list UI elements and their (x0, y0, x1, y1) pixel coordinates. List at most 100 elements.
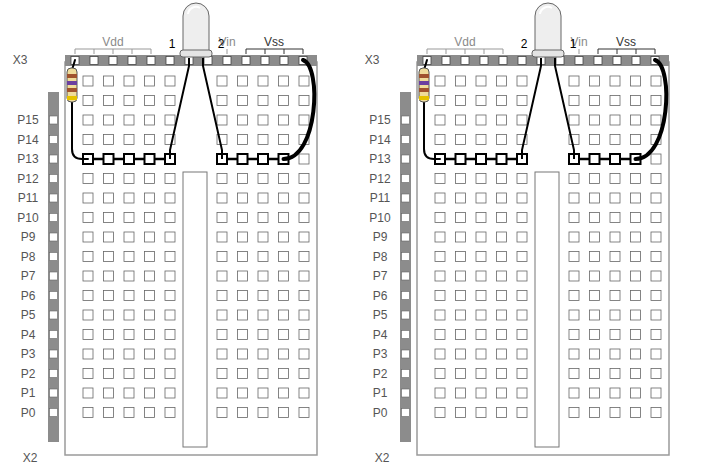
breadboard-socket (497, 76, 507, 86)
breadboard-socket (610, 193, 620, 203)
breadboard-socket (258, 349, 268, 359)
used-socket (590, 154, 600, 164)
power-header-socket (90, 57, 98, 65)
breadboard-socket (279, 193, 289, 203)
breadboard-socket (476, 135, 486, 145)
breadboard-socket (83, 271, 93, 281)
breadboard-socket (590, 252, 600, 262)
breadboard-socket (435, 388, 445, 398)
breadboard-socket (104, 349, 114, 359)
breadboard-socket (279, 232, 289, 242)
breadboard-socket (83, 96, 93, 106)
breadboard-socket (590, 96, 600, 106)
breadboard-socket (456, 252, 466, 262)
breadboard-socket (83, 369, 93, 379)
io-pin-label: P11 (370, 192, 390, 205)
resistor-symbol (67, 68, 77, 102)
breadboard-socket (610, 76, 620, 86)
io-header-socket (402, 253, 410, 261)
breadboard-socket (517, 349, 527, 359)
resistor-band (419, 74, 429, 78)
io-header-strip (400, 92, 411, 442)
breadboard-socket (258, 310, 268, 320)
breadboard-socket (104, 193, 114, 203)
breadboard-socket (476, 76, 486, 86)
breadboard-socket (104, 388, 114, 398)
breadboard-socket (497, 96, 507, 106)
breadboard-socket (476, 252, 486, 262)
breadboard-socket (569, 408, 579, 418)
breadboard-socket (590, 154, 600, 164)
io-header-socket (50, 292, 58, 300)
breadboard-socket (651, 193, 661, 203)
io-header-socket (402, 214, 410, 222)
breadboard-socket (217, 76, 227, 86)
resistor-band (67, 88, 77, 92)
breadboard-socket (610, 115, 620, 125)
breadboard-socket (165, 408, 175, 418)
breadboard-socket (165, 330, 175, 340)
power-label: Vss (264, 36, 284, 49)
breadboard-socket (497, 154, 507, 164)
breadboard-socket (299, 154, 309, 164)
io-pin-label: P7 (373, 270, 388, 283)
breadboard-socket (145, 154, 155, 164)
breadboard-socket (517, 310, 527, 320)
breadboard-socket (279, 349, 289, 359)
breadboard-socket (435, 349, 445, 359)
breadboard-socket (631, 369, 641, 379)
breadboard-socket (435, 96, 445, 106)
io-pin-label: P9 (373, 231, 388, 244)
breadboard-socket (124, 310, 134, 320)
io-pin-label: P4 (21, 328, 36, 341)
breadboard-socket (145, 271, 155, 281)
breadboard-socket (631, 232, 641, 242)
io-pin-label: P12 (17, 172, 38, 185)
breadboard-socket (238, 408, 248, 418)
power-header-socket (442, 57, 450, 65)
breadboard-socket (165, 291, 175, 301)
power-header-socket (632, 57, 640, 65)
breadboard-socket (497, 115, 507, 125)
breadboard-socket (104, 271, 114, 281)
breadboard-socket (456, 232, 466, 242)
breadboard-socket (83, 252, 93, 262)
breadboard-socket (279, 96, 289, 106)
breadboard-socket (610, 310, 620, 320)
breadboard-socket (517, 213, 527, 223)
breadboard-socket (435, 135, 445, 145)
led-body (535, 3, 561, 52)
breadboard-socket (299, 408, 309, 418)
breadboard-socket (517, 388, 527, 398)
breadboard-socket (569, 271, 579, 281)
breadboard-socket (631, 388, 641, 398)
breadboard-socket (476, 232, 486, 242)
breadboard-socket (610, 213, 620, 223)
breadboard-socket (124, 408, 134, 418)
breadboard-socket (217, 310, 227, 320)
breadboard-socket (497, 252, 507, 262)
resistor-band (419, 88, 429, 92)
breadboard-socket (145, 213, 155, 223)
breadboard-socket (651, 96, 661, 106)
breadboard-socket (497, 388, 507, 398)
breadboard-socket (145, 408, 155, 418)
vdd-bracket (427, 49, 503, 54)
io-header-socket (402, 409, 410, 417)
breadboard-socket (569, 174, 579, 184)
breadboard-socket (631, 330, 641, 340)
breadboard-socket (238, 349, 248, 359)
io-pin-label: P14 (17, 133, 38, 146)
breadboard-socket (497, 408, 507, 418)
breadboard-socket (590, 193, 600, 203)
breadboard-socket (590, 271, 600, 281)
breadboard-socket (610, 291, 620, 301)
breadboard-socket (104, 369, 114, 379)
breadboard-socket (610, 232, 620, 242)
breadboard-socket (238, 76, 248, 86)
io-header-socket (402, 311, 410, 319)
breadboard-socket (83, 213, 93, 223)
breadboard-socket (124, 154, 134, 164)
led-leg (522, 58, 541, 159)
